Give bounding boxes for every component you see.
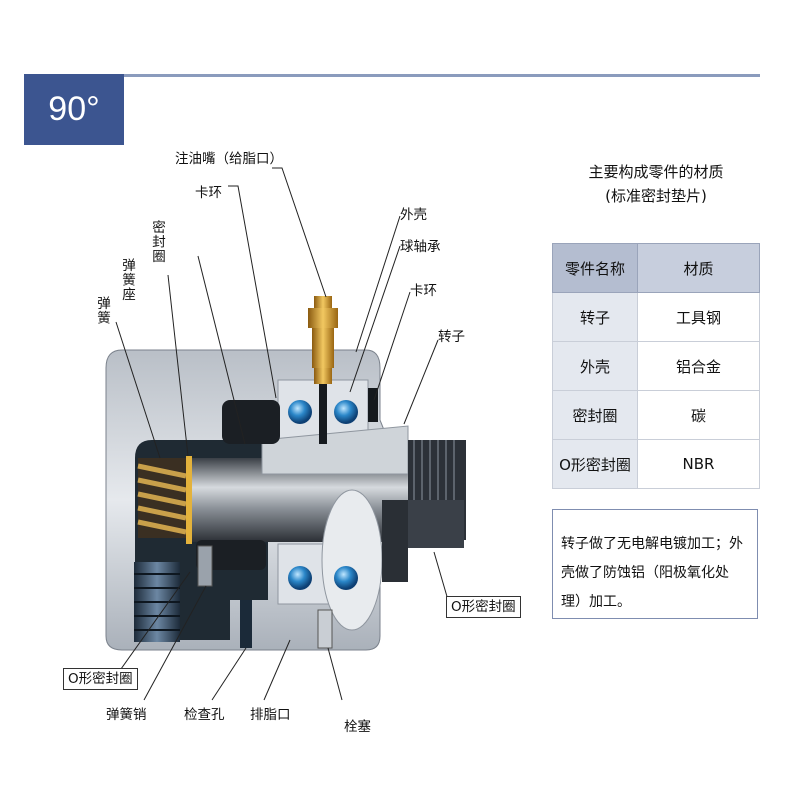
label-seal-ring: 密封圈 (149, 220, 165, 264)
grease-nipple-part (308, 296, 338, 444)
header-part: 零件名称 (552, 243, 638, 293)
cell-material: 碳 (637, 390, 760, 440)
header-material: 材质 (637, 243, 760, 293)
spring-pin-part (197, 545, 213, 587)
label-grease-outlet: 排脂口 (250, 707, 291, 723)
label-grease-nipple: 注油嘴（给脂口） (175, 151, 283, 167)
materials-title-line1: 主要构成零件的材质 (588, 163, 724, 181)
seal-ring-part (222, 400, 280, 444)
spring-part (137, 458, 187, 538)
materials-header-row: 零件名称 材质 (552, 243, 760, 293)
table-row: O形密封圈 NBR (552, 439, 760, 489)
treatment-note: 转子做了无电解电镀加工；外壳做了防蚀铝（阳极氧化处理）加工。 (552, 509, 758, 619)
materials-title-line2: (标准密封垫片) (605, 187, 707, 205)
inspection-hole-part (240, 600, 252, 648)
seal-ring-part-lower (196, 540, 266, 570)
header-rule (124, 74, 760, 77)
plug-part (317, 609, 333, 649)
ball-bearing-part (288, 400, 358, 590)
cell-part: 密封圈 (552, 390, 638, 440)
label-rotor: 转子 (438, 329, 465, 345)
label-o-ring-left: O形密封圈 (63, 668, 138, 690)
cell-material: NBR (637, 439, 760, 489)
table-row: 外壳 铝合金 (552, 341, 760, 391)
spring-seat-part (186, 456, 192, 544)
cell-part: O形密封圈 (552, 439, 638, 489)
materials-table: 零件名称 材质 转子 工具钢 外壳 铝合金 密封圈 碳 O形密封圈 NBR (552, 243, 760, 489)
materials-title: 主要构成零件的材质 (标准密封垫片) (552, 160, 760, 208)
label-spring: 弹簧 (94, 296, 110, 325)
snap-ring-part (368, 388, 378, 422)
table-row: 转子 工具钢 (552, 292, 760, 342)
cell-part: 外壳 (552, 341, 638, 391)
label-o-ring-right: O形密封圈 (446, 596, 521, 618)
label-housing: 外壳 (400, 207, 427, 223)
o-ring-part (408, 500, 464, 548)
label-ball-bearing: 球轴承 (400, 239, 441, 255)
label-snap-ring-right: 卡环 (410, 283, 437, 299)
rotor-ring-dark (382, 500, 408, 582)
label-plug: 栓塞 (344, 719, 371, 735)
leader-lines (115, 167, 449, 701)
label-inspection-hole: 检查孔 (184, 707, 225, 723)
angle-badge: 90° (24, 74, 124, 145)
cell-part: 转子 (552, 292, 638, 342)
cell-material: 铝合金 (637, 341, 760, 391)
cell-material: 工具钢 (637, 292, 760, 342)
label-snap-ring-top: 卡环 (195, 185, 222, 201)
label-spring-seat: 弹簧座 (119, 258, 135, 302)
table-row: 密封圈 碳 (552, 390, 760, 440)
label-spring-pin: 弹簧销 (106, 707, 147, 723)
rotor-ring (321, 489, 383, 631)
